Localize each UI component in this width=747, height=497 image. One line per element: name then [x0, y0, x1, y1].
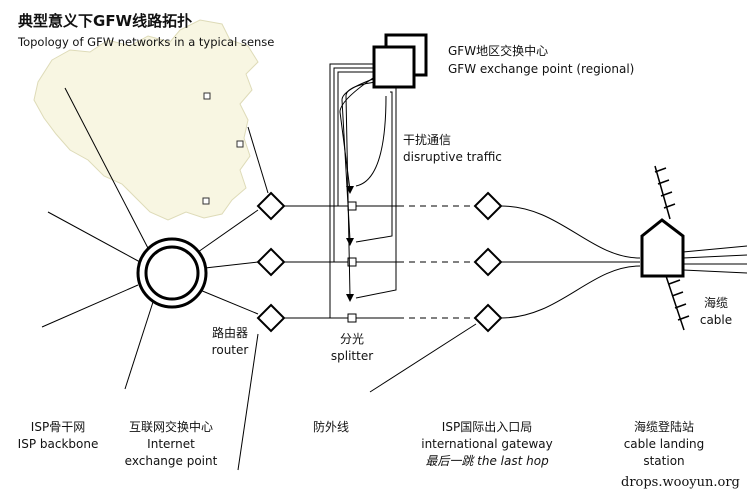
- gfw-exchange-zh: GFW地区交换中心: [448, 44, 549, 58]
- hub-router-links: [197, 126, 269, 471]
- router-mid: [256, 247, 286, 277]
- dashed-links: [398, 205, 474, 319]
- router-bottom: [256, 303, 286, 333]
- ix-hub: [136, 237, 208, 309]
- gateway-lines: [369, 205, 641, 393]
- splitter-arrows: [346, 186, 354, 302]
- gateway-zh: ISP国际出入口局: [441, 420, 533, 434]
- china-map: [33, 19, 259, 221]
- title-zh: 典型意义下GFW线路拓扑: [18, 12, 193, 30]
- map-node-north: [203, 92, 211, 100]
- ix-en-2: exchange point: [124, 454, 218, 468]
- splitter-gfw-bundle: [329, 63, 397, 319]
- splitter-zh: 分光: [339, 332, 365, 346]
- firewall-zh: 防外线: [312, 420, 350, 434]
- isp-backbone-en: ISP backbone: [17, 437, 99, 451]
- map-node-south: [202, 197, 210, 205]
- cable-zh: 海缆: [703, 296, 729, 310]
- landing-en-2: station: [643, 454, 685, 468]
- backbone-links: [41, 87, 154, 390]
- router-top: [256, 191, 286, 221]
- router-en: router: [211, 343, 249, 357]
- gfw-exchange-en: GFW exchange point (regional): [448, 62, 635, 76]
- disruptive-en: disruptive traffic: [403, 150, 502, 164]
- title-en: Topology of GFW networks in a typical se…: [18, 35, 275, 49]
- cable-landing-station: [640, 165, 747, 331]
- gateways: [473, 191, 503, 333]
- disruptive-zh: 干扰通信: [403, 133, 452, 147]
- ix-zh: 互联网交换中心: [128, 420, 214, 434]
- isp-backbone-zh: ISP骨干网: [30, 420, 86, 434]
- splitter-en: splitter: [330, 349, 374, 363]
- map-node-east: [236, 140, 244, 148]
- router-zh: 路由器: [211, 326, 249, 340]
- landing-en-1: cable landing: [623, 437, 705, 451]
- landing-zh: 海缆登陆站: [633, 420, 695, 434]
- cable-en: cable: [699, 313, 733, 327]
- last-hop-en: the last hop: [477, 454, 549, 468]
- last-hop: 最后一跳 the last hop: [425, 454, 548, 469]
- routers: [256, 191, 286, 333]
- gfw-exchange: [372, 33, 428, 89]
- credit-watermark: drops.wooyun.org: [621, 475, 740, 490]
- gateway-en: international gateway: [421, 437, 553, 451]
- ix-en-1: Internet: [147, 437, 195, 451]
- last-hop-zh: 最后一跳: [425, 454, 474, 468]
